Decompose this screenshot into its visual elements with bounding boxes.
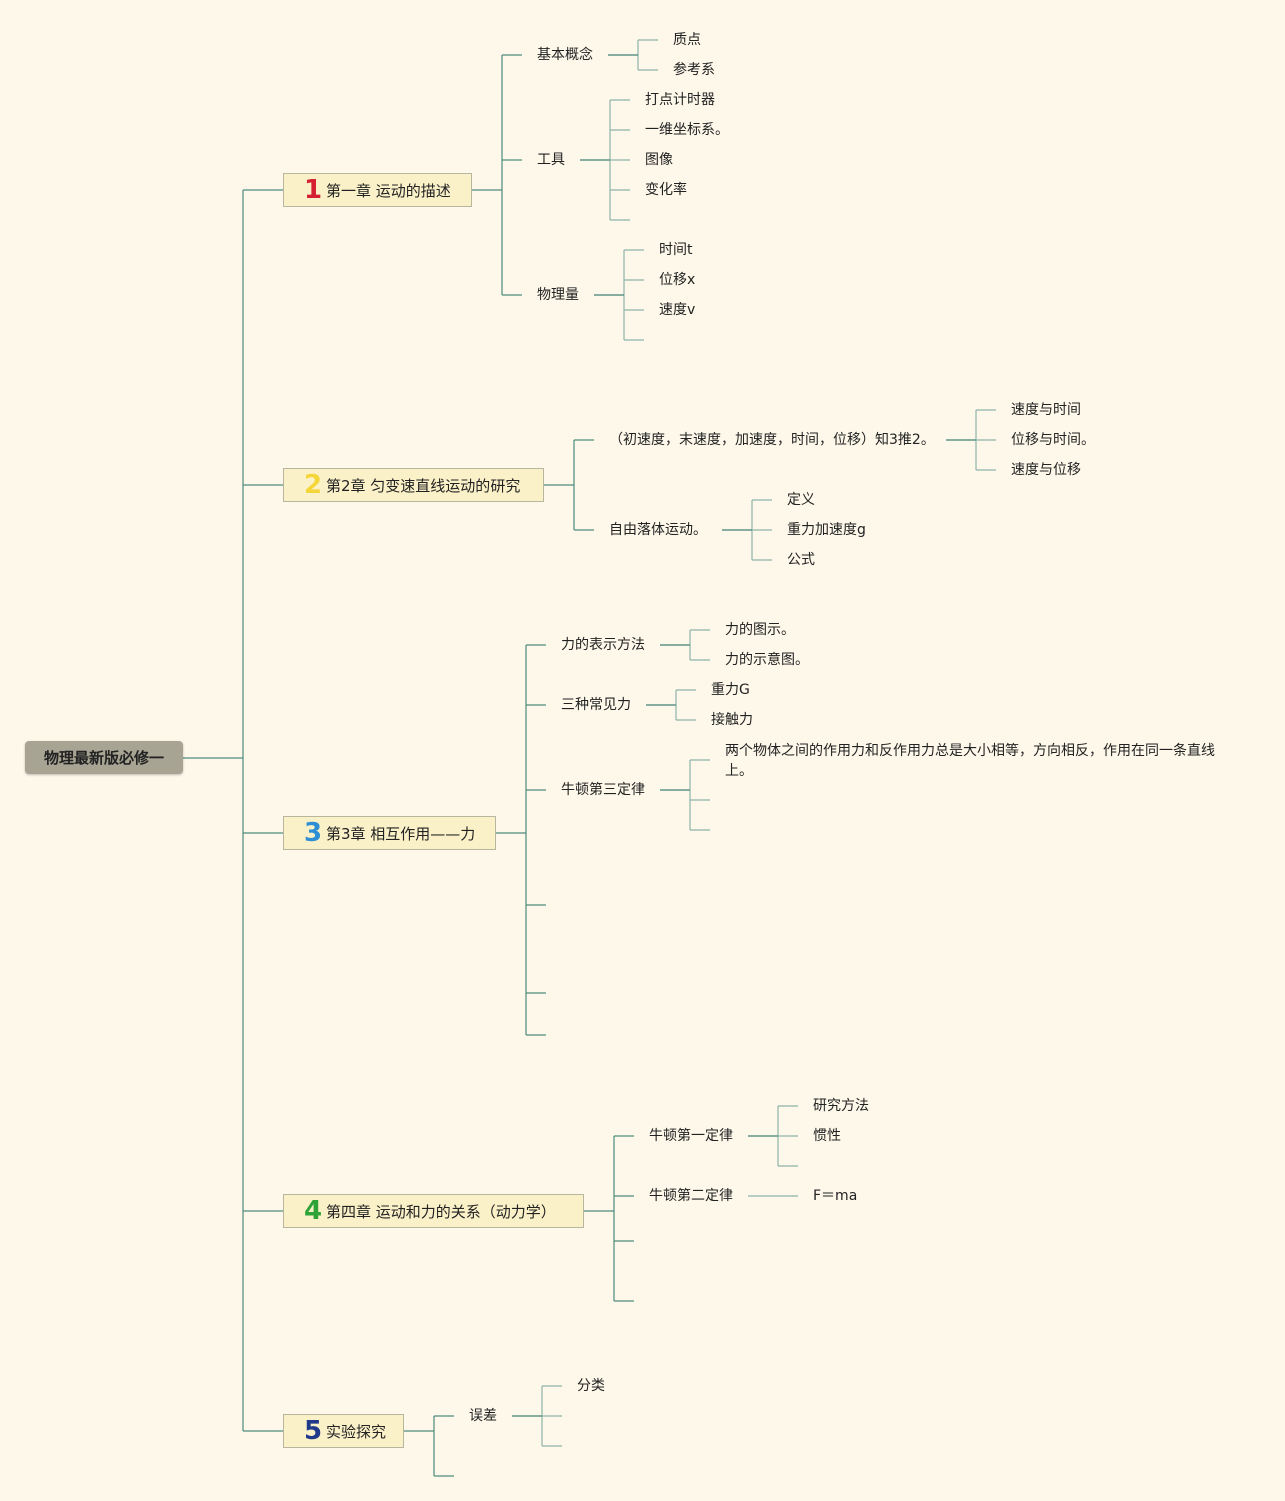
topic-three-common-forces[interactable]: 三种常见力 xyxy=(561,697,631,713)
topic-force-sketch[interactable]: 力的示意图。 xyxy=(725,652,809,668)
chapter-title: 第一章 运动的描述 xyxy=(326,181,451,200)
chapter-3[interactable]: 3 第3章 相互作用——力 xyxy=(283,816,496,850)
topic-formula[interactable]: 公式 xyxy=(787,552,815,568)
topic-velocity-displacement[interactable]: 速度与位移 xyxy=(1011,462,1081,478)
chapter-4[interactable]: 4 第四章 运动和力的关系（动力学） xyxy=(283,1194,584,1228)
topic-physical-quantities[interactable]: 物理量 xyxy=(537,287,579,303)
topic-graph[interactable]: 图像 xyxy=(645,152,673,168)
chapter-title: 第四章 运动和力的关系（动力学） xyxy=(326,1202,556,1221)
topic-newton-third-law[interactable]: 牛顿第三定律 xyxy=(561,782,645,798)
topic-displacement[interactable]: 位移x xyxy=(659,272,696,288)
root-topic[interactable]: 物理最新版必修一 xyxy=(25,741,183,774)
topic-velocity-time[interactable]: 速度与时间 xyxy=(1011,402,1081,418)
topic-f-equals-ma[interactable]: F＝ma xyxy=(813,1188,858,1204)
topic-1d-coordinate[interactable]: 一维坐标系。 xyxy=(645,122,729,138)
topic-error[interactable]: 误差 xyxy=(469,1408,497,1424)
topic-contact-force[interactable]: 接触力 xyxy=(711,712,753,728)
topic-force-diagram[interactable]: 力的图示。 xyxy=(725,622,795,638)
chapter-number-5: 5 xyxy=(303,1416,323,1446)
chapter-number-4: 4 xyxy=(303,1196,323,1226)
chapter-title: 第2章 匀变速直线运动的研究 xyxy=(326,476,521,495)
topic-know-3-find-2[interactable]: （初速度，末速度，加速度，时间，位移）知3推2。 xyxy=(609,432,935,448)
topic-tools[interactable]: 工具 xyxy=(537,152,565,168)
chapter-title: 第3章 相互作用——力 xyxy=(326,824,476,843)
chapter-number-1: 1 xyxy=(303,175,323,205)
topic-velocity[interactable]: 速度v xyxy=(659,302,696,318)
topic-research-method[interactable]: 研究方法 xyxy=(813,1098,869,1114)
topic-force-representation[interactable]: 力的表示方法 xyxy=(561,637,645,653)
chapter-2[interactable]: 2 第2章 匀变速直线运动的研究 xyxy=(283,468,544,502)
topic-time[interactable]: 时间t xyxy=(659,242,693,258)
topic-classification[interactable]: 分类 xyxy=(577,1378,605,1394)
topic-rate-of-change[interactable]: 变化率 xyxy=(645,182,687,198)
topic-inertia[interactable]: 惯性 xyxy=(813,1128,841,1144)
topic-gravity-acceleration[interactable]: 重力加速度g xyxy=(787,522,866,538)
topic-newton-third-law-text[interactable]: 两个物体之间的作用力和反作用力总是大小相等，方向相反，作用在同一条直线上。 xyxy=(725,743,1215,779)
chapter-number-2: 2 xyxy=(303,470,323,500)
chapter-number-3: 3 xyxy=(303,818,323,848)
topic-newton-second-law[interactable]: 牛顿第二定律 xyxy=(649,1188,733,1204)
chapter-1[interactable]: 1 第一章 运动的描述 xyxy=(283,173,472,207)
topic-particle[interactable]: 质点 xyxy=(673,32,701,48)
topic-ticker-timer[interactable]: 打点计时器 xyxy=(645,92,715,108)
topic-basic-concepts[interactable]: 基本概念 xyxy=(537,47,593,63)
topic-definition[interactable]: 定义 xyxy=(787,492,815,508)
chapter-title: 实验探究 xyxy=(326,1422,387,1441)
chapter-5[interactable]: 5 实验探究 xyxy=(283,1414,404,1448)
topic-newton-first-law[interactable]: 牛顿第一定律 xyxy=(649,1128,733,1144)
topic-displacement-time[interactable]: 位移与时间。 xyxy=(1011,432,1095,448)
topic-reference-frame[interactable]: 参考系 xyxy=(673,62,715,78)
topic-gravity-force[interactable]: 重力G xyxy=(711,682,750,698)
topic-free-fall[interactable]: 自由落体运动。 xyxy=(609,522,707,538)
